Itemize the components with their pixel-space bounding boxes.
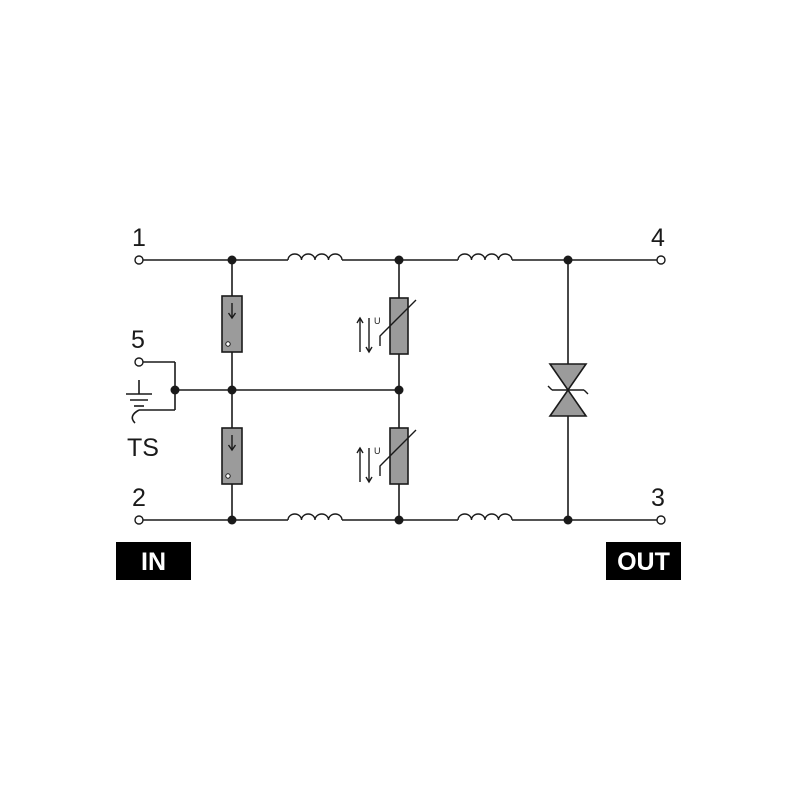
ts-label: TS [127,434,159,462]
input-badge: IN [116,542,191,580]
varistor-bottom: U [356,427,417,485]
terminal-5-label: 5 [131,326,145,354]
terminal-3-label: 3 [651,484,665,512]
arrester-top [221,295,243,353]
varistor-voltage-label: U [374,446,381,456]
output-badge: OUT [606,542,681,580]
arrester-bottom [221,427,243,485]
terminal-4 [656,255,666,265]
inductor-bottom-right [457,513,513,521]
terminal-2 [134,515,144,525]
junctions [170,255,573,525]
terminal-3 [656,515,666,525]
input-badge-label: IN [141,548,166,576]
terminal-2-label: 2 [132,484,146,512]
tvs-diode [547,363,589,417]
terminal-1-label: 1 [132,224,146,252]
varistor-voltage-label: U [374,316,381,326]
terminal-5 [134,357,144,367]
terminal-4-label: 4 [651,224,665,252]
terminal-1 [134,255,144,265]
inductor-top-left [287,253,343,261]
inductor-top-right [457,253,513,261]
inductor-bottom-left [287,513,343,521]
output-badge-label: OUT [617,548,670,576]
varistor-top: U [356,297,417,355]
